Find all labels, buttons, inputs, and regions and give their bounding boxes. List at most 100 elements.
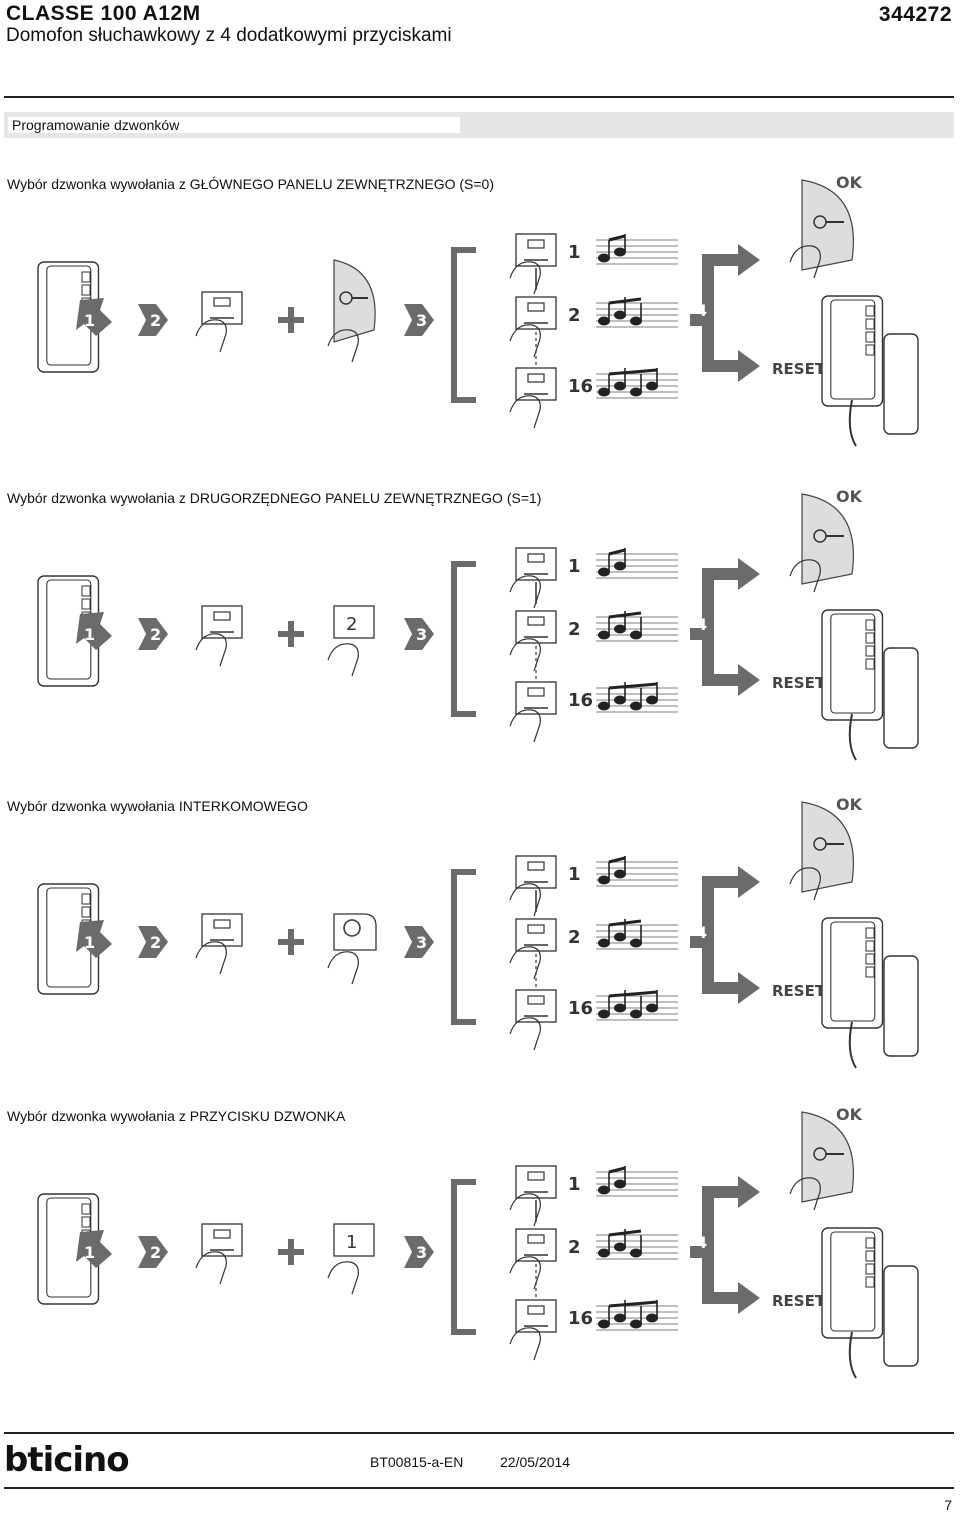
melody-staff	[596, 856, 678, 887]
bell-icon	[527, 924, 545, 934]
bell-icon	[527, 553, 545, 563]
finger-icon	[327, 951, 359, 985]
step-number: 3	[416, 625, 427, 644]
note-icon	[646, 1313, 658, 1323]
note-icon	[614, 932, 626, 942]
product-code: 344272	[878, 3, 952, 26]
melody-staff	[596, 1166, 678, 1197]
bell-icon	[527, 373, 545, 383]
melody-number: 1	[568, 556, 581, 577]
handset-icon	[883, 1265, 919, 1367]
arrow-shape	[404, 1236, 434, 1268]
step-arrow: 3	[404, 926, 434, 958]
bell-icon	[527, 687, 545, 697]
intercom-handset-icon	[821, 609, 884, 721]
note-icon	[598, 1185, 610, 1195]
button-digit: 1	[346, 1232, 357, 1253]
section-bar-label: Programowanie dzwonków	[8, 117, 460, 133]
section-bar: Programowanie dzwonków	[4, 112, 954, 138]
note-icon	[598, 1319, 610, 1329]
bell-button-panel	[509, 989, 557, 1051]
cord-icon	[848, 1331, 857, 1379]
finger-icon	[789, 245, 821, 279]
melody-staff	[596, 548, 678, 579]
finger-icon	[509, 638, 541, 672]
plus-icon	[278, 621, 304, 647]
bell-button-panel	[195, 291, 243, 353]
step-number: 1	[84, 311, 95, 330]
bell-icon	[527, 302, 545, 312]
note-icon	[598, 1248, 610, 1258]
bell-button-panel	[509, 296, 557, 358]
note-icon	[614, 561, 626, 571]
note-icon	[598, 938, 610, 948]
note-icon	[614, 1242, 626, 1252]
step-number: 2	[150, 625, 161, 644]
finger-icon	[327, 643, 359, 677]
finger-icon	[195, 633, 227, 667]
finger-icon	[789, 1177, 821, 1211]
note-icon	[614, 247, 626, 257]
panel-button: 1	[327, 1223, 375, 1295]
bell-icon	[527, 1171, 545, 1181]
arrow-shape	[404, 304, 434, 336]
note-icon	[614, 310, 626, 320]
bracket-shape	[451, 1179, 476, 1335]
note-icon	[598, 316, 610, 326]
header-rule	[4, 96, 954, 98]
footer-rule-bottom	[4, 1487, 954, 1489]
bticino-logo: bticino	[4, 1440, 130, 1480]
step-number: 1	[84, 933, 95, 952]
finger-icon	[509, 575, 541, 609]
section-title: Wybór dzwonka wywołania z DRUGORZĘDNEGO …	[7, 490, 542, 506]
bell-button-panel	[509, 918, 557, 980]
bell-icon	[527, 861, 545, 871]
bracket-shape	[451, 869, 476, 1025]
note-icon	[614, 1003, 626, 1013]
reset-label: RESET	[772, 674, 826, 692]
bell-icon	[213, 297, 231, 307]
melody-number: 16	[568, 998, 593, 1019]
panel-button: 2	[327, 605, 375, 677]
finger-icon	[509, 946, 541, 980]
bell-icon	[527, 1234, 545, 1244]
step-number: 2	[150, 1243, 161, 1262]
arrow-shape	[690, 876, 738, 994]
finger-icon	[195, 1251, 227, 1285]
arrow-shape	[76, 612, 112, 650]
plus-icon	[278, 307, 304, 333]
arrow-shape	[76, 920, 112, 958]
step-arrow: 1	[76, 612, 112, 650]
bracket-shape	[451, 561, 476, 717]
step-number: 4	[696, 301, 707, 320]
ok-label: OK	[836, 1105, 863, 1124]
finger-icon	[509, 1017, 541, 1051]
handset-icon	[883, 647, 919, 749]
melody-number: 2	[568, 305, 581, 326]
melody-number: 1	[568, 864, 581, 885]
finger-icon	[509, 1256, 541, 1290]
bell-icon	[527, 1305, 545, 1315]
note-icon	[614, 695, 626, 705]
melody-number: 2	[568, 927, 581, 948]
step-number: 4	[696, 923, 707, 942]
intercom-handset-icon	[821, 917, 884, 1029]
note-icon	[614, 869, 626, 879]
finger-icon	[195, 319, 227, 353]
note-icon	[646, 695, 658, 705]
reset-label: RESET	[772, 1292, 826, 1310]
intercom-handset-icon	[37, 575, 100, 687]
bracket-shape	[451, 247, 476, 403]
step-arrow: 4	[690, 244, 760, 382]
finger-icon	[327, 329, 359, 363]
note-icon	[646, 381, 658, 391]
melody-number: 16	[568, 1308, 593, 1329]
note-icon	[630, 701, 642, 711]
bell-button-panel	[195, 1223, 243, 1285]
step-arrow: 2	[138, 1236, 168, 1268]
panel-button	[327, 913, 377, 985]
ok-key-panel	[789, 493, 854, 593]
step-arrow: 1	[76, 1230, 112, 1268]
step-arrow: 1	[76, 298, 112, 336]
